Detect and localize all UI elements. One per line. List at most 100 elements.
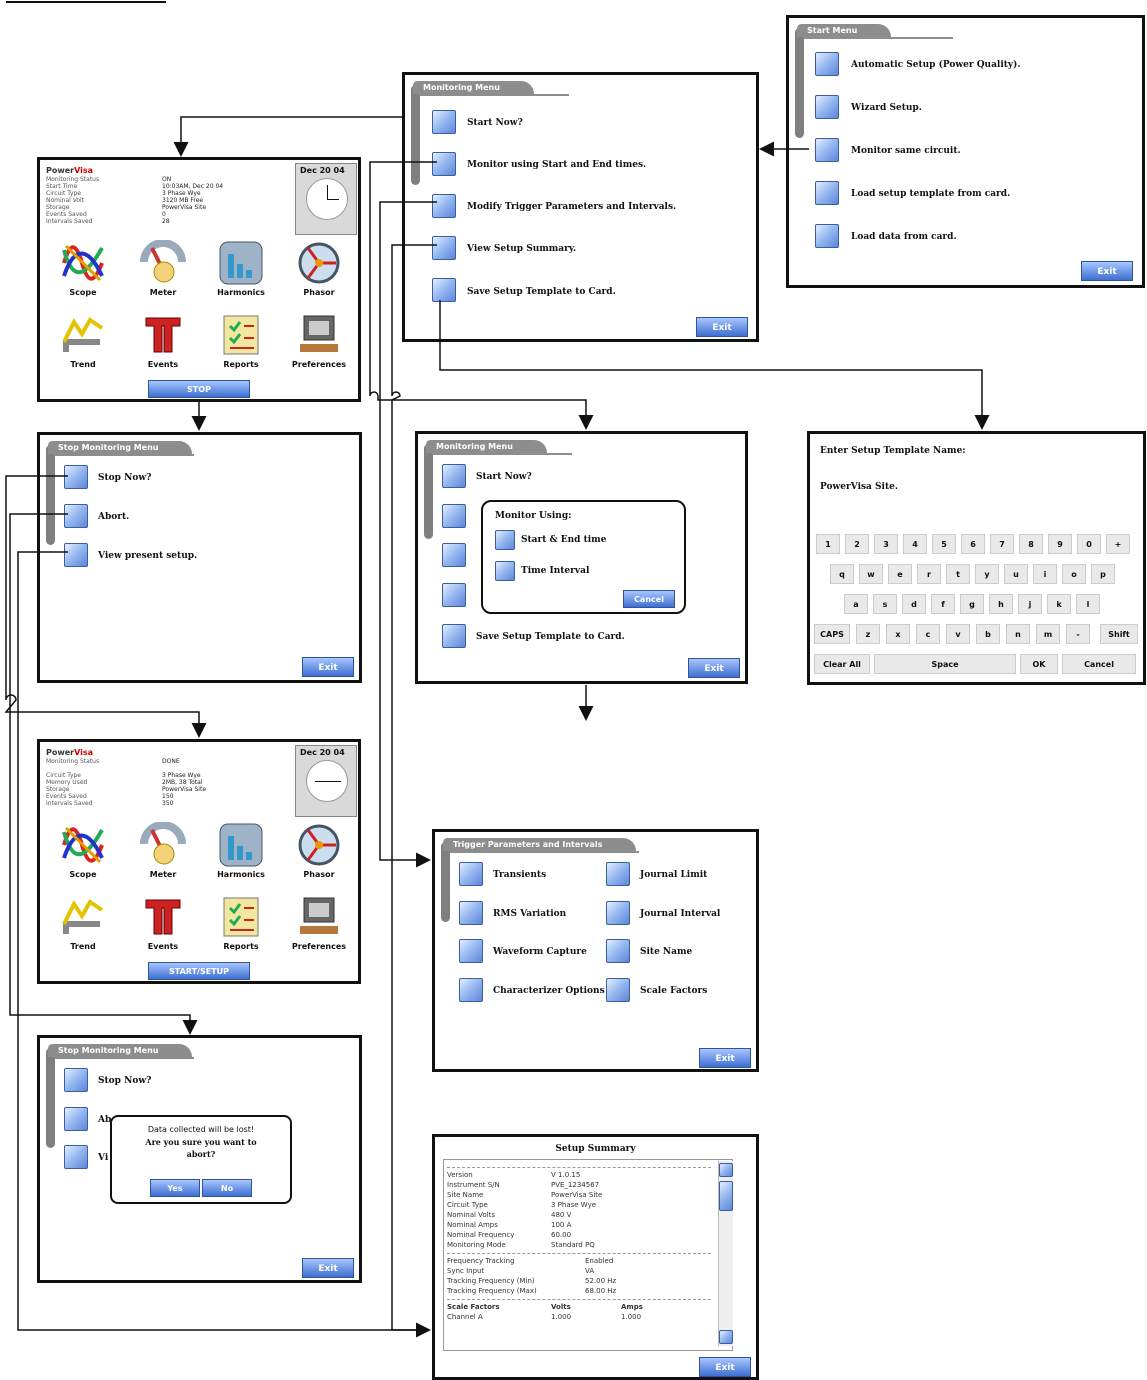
keyboard-key[interactable]: j xyxy=(1018,594,1042,614)
keyboard-key[interactable]: p xyxy=(1091,564,1115,584)
scroll-up-button[interactable] xyxy=(719,1163,733,1177)
start-setup-button[interactable]: START/SETUP xyxy=(148,962,250,980)
no-button[interactable]: No xyxy=(202,1179,252,1197)
dialog-option-button[interactable] xyxy=(495,530,515,550)
keyboard-key[interactable]: u xyxy=(1004,564,1028,584)
keyboard-key[interactable]: Clear All xyxy=(814,654,870,674)
keyboard-key[interactable]: OK xyxy=(1020,654,1058,674)
meter-icon[interactable] xyxy=(140,822,186,868)
scroll-down-button[interactable] xyxy=(719,1330,733,1344)
keyboard-key[interactable]: w xyxy=(859,564,883,584)
parameter-button[interactable] xyxy=(459,901,483,925)
keyboard-key[interactable]: v xyxy=(946,624,970,644)
keyboard-key[interactable]: z xyxy=(856,624,880,644)
keyboard-key[interactable]: + xyxy=(1106,534,1130,554)
keyboard-key[interactable]: t xyxy=(946,564,970,584)
scrollbar[interactable] xyxy=(718,1161,733,1346)
menu-item-button[interactable] xyxy=(442,583,466,607)
keyboard-key[interactable]: k xyxy=(1047,594,1071,614)
phasor-icon[interactable] xyxy=(296,240,342,286)
menu-item-button[interactable] xyxy=(442,464,466,488)
template-name-input[interactable]: PowerVisa Site. xyxy=(820,482,898,492)
keyboard-key[interactable]: h xyxy=(989,594,1013,614)
menu-item-button[interactable] xyxy=(64,1068,88,1092)
menu-item-button[interactable] xyxy=(432,152,456,176)
keyboard-key[interactable]: 8 xyxy=(1019,534,1043,554)
keyboard-key[interactable]: 5 xyxy=(932,534,956,554)
menu-item-button[interactable] xyxy=(432,194,456,218)
exit-button[interactable]: Exit xyxy=(699,1357,751,1377)
dialog-option-button[interactable] xyxy=(495,561,515,581)
menu-item-button[interactable] xyxy=(64,1145,88,1169)
yes-button[interactable]: Yes xyxy=(150,1179,200,1197)
cancel-button[interactable]: Cancel xyxy=(623,590,675,608)
menu-item-button[interactable] xyxy=(64,504,88,528)
menu-item-button[interactable] xyxy=(815,224,839,248)
exit-button[interactable]: Exit xyxy=(302,657,354,677)
menu-item-button[interactable] xyxy=(815,181,839,205)
reports-icon[interactable] xyxy=(218,312,264,358)
harmonics-icon[interactable] xyxy=(218,240,264,286)
keyboard-key[interactable]: d xyxy=(902,594,926,614)
keyboard-key[interactable]: 3 xyxy=(874,534,898,554)
events-icon[interactable] xyxy=(140,312,186,358)
parameter-button[interactable] xyxy=(606,939,630,963)
menu-item-button[interactable] xyxy=(442,624,466,648)
keyboard-key[interactable]: o xyxy=(1062,564,1086,584)
parameter-button[interactable] xyxy=(606,862,630,886)
scope-icon[interactable] xyxy=(60,822,106,868)
parameter-button[interactable] xyxy=(606,901,630,925)
keyboard-key[interactable]: 7 xyxy=(990,534,1014,554)
stop-button[interactable]: STOP xyxy=(148,380,250,398)
parameter-button[interactable] xyxy=(459,939,483,963)
keyboard-key[interactable]: q xyxy=(830,564,854,584)
keyboard-key[interactable]: b xyxy=(976,624,1000,644)
keyboard-key[interactable]: r xyxy=(917,564,941,584)
menu-item-button[interactable] xyxy=(442,504,466,528)
exit-button[interactable]: Exit xyxy=(688,658,740,678)
keyboard-key[interactable]: CAPS xyxy=(814,624,850,644)
exit-button[interactable]: Exit xyxy=(696,317,748,337)
trend-icon[interactable] xyxy=(60,312,106,358)
keyboard-key[interactable]: g xyxy=(960,594,984,614)
events-icon[interactable] xyxy=(140,894,186,940)
menu-item-button[interactable] xyxy=(432,278,456,302)
scope-icon[interactable] xyxy=(60,240,106,286)
keyboard-key[interactable]: y xyxy=(975,564,999,584)
keyboard-key[interactable]: 1 xyxy=(816,534,840,554)
keyboard-key[interactable]: Space xyxy=(874,654,1016,674)
menu-item-button[interactable] xyxy=(432,110,456,134)
menu-item-button[interactable] xyxy=(432,236,456,260)
parameter-button[interactable] xyxy=(459,862,483,886)
keyboard-key[interactable]: m xyxy=(1036,624,1060,644)
menu-item-button[interactable] xyxy=(815,95,839,119)
menu-item-button[interactable] xyxy=(815,138,839,162)
harmonics-icon[interactable] xyxy=(218,822,264,868)
trend-icon[interactable] xyxy=(60,894,106,940)
keyboard-key[interactable]: Cancel xyxy=(1062,654,1136,674)
menu-item-button[interactable] xyxy=(64,1107,88,1131)
keyboard-key[interactable]: a xyxy=(844,594,868,614)
menu-item-button[interactable] xyxy=(815,52,839,76)
parameter-button[interactable] xyxy=(459,978,483,1002)
keyboard-key[interactable]: - xyxy=(1066,624,1090,644)
phasor-icon[interactable] xyxy=(296,822,342,868)
keyboard-key[interactable]: i xyxy=(1033,564,1057,584)
keyboard-key[interactable]: c xyxy=(916,624,940,644)
keyboard-key[interactable]: Shift xyxy=(1100,624,1138,644)
keyboard-key[interactable]: 2 xyxy=(845,534,869,554)
keyboard-key[interactable]: x xyxy=(886,624,910,644)
keyboard-key[interactable]: 9 xyxy=(1048,534,1072,554)
menu-item-button[interactable] xyxy=(442,543,466,567)
exit-button[interactable]: Exit xyxy=(1081,261,1133,281)
menu-item-button[interactable] xyxy=(64,465,88,489)
preferences-icon[interactable] xyxy=(296,894,342,940)
keyboard-key[interactable]: 4 xyxy=(903,534,927,554)
keyboard-key[interactable]: 6 xyxy=(961,534,985,554)
keyboard-key[interactable]: n xyxy=(1006,624,1030,644)
exit-button[interactable]: Exit xyxy=(699,1048,751,1068)
keyboard-key[interactable]: s xyxy=(873,594,897,614)
keyboard-key[interactable]: e xyxy=(888,564,912,584)
preferences-icon[interactable] xyxy=(296,312,342,358)
reports-icon[interactable] xyxy=(218,894,264,940)
